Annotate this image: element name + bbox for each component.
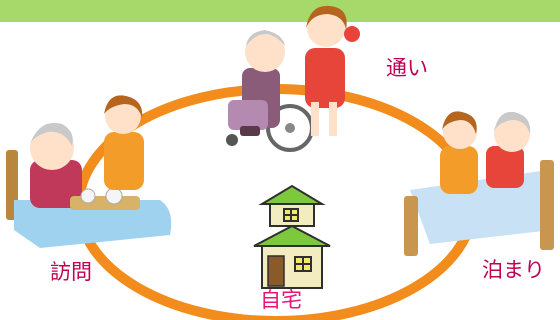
header-bar xyxy=(0,0,560,22)
label-kayoi: 通い xyxy=(386,56,428,80)
label-houmon: 訪問 xyxy=(50,260,92,284)
label-jitaku: 自宅 xyxy=(260,288,302,312)
label-tomari: 泊まり xyxy=(482,258,545,282)
bed-care-illustration xyxy=(404,111,554,256)
bed-meal-illustration xyxy=(6,95,172,248)
house-icon xyxy=(253,184,331,289)
wheelchair-illustration xyxy=(226,5,360,152)
